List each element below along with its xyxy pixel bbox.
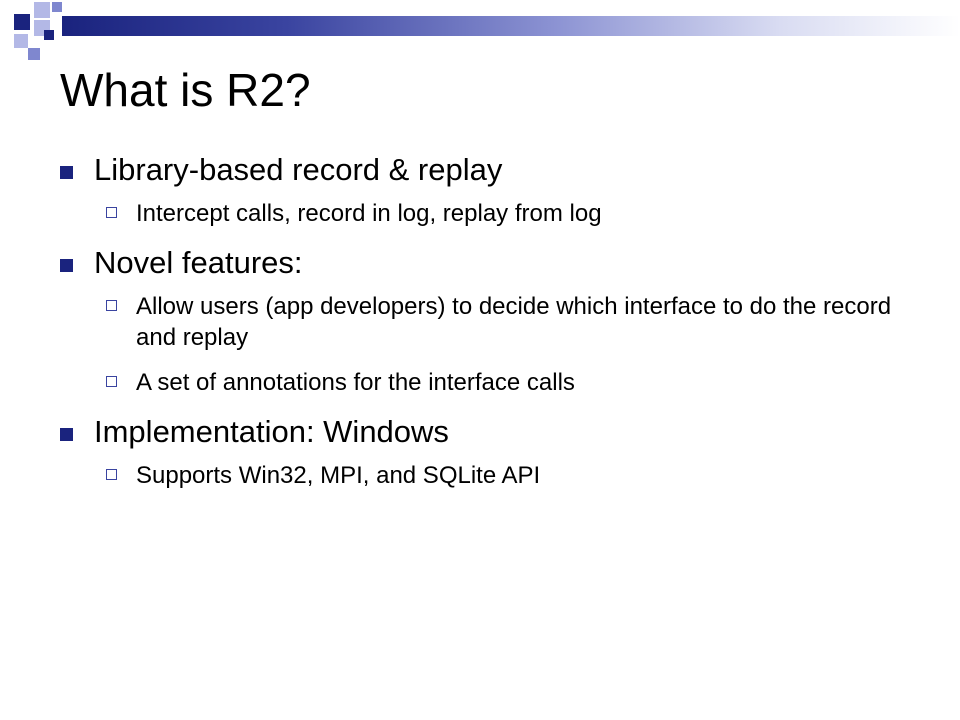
hollow-square-icon	[106, 376, 117, 387]
sub-bullet-item: A set of annotations for the interface c…	[60, 367, 920, 398]
bullet-item: Implementation: Windows	[60, 412, 920, 452]
hollow-square-icon	[106, 300, 117, 311]
filled-square-icon	[60, 166, 73, 179]
hollow-square-icon	[106, 469, 117, 480]
sub-bullet-item: Intercept calls, record in log, replay f…	[60, 198, 920, 229]
bullet-text: Library-based record & replay	[94, 152, 503, 187]
corner-square-icon	[52, 2, 62, 12]
bullet-item: Library-based record & replay	[60, 150, 920, 190]
bullet-text: Novel features:	[94, 245, 303, 280]
corner-square-icon	[14, 34, 28, 48]
sub-bullet-item: Allow users (app developers) to decide w…	[60, 291, 920, 353]
sub-bullet-text: A set of annotations for the interface c…	[136, 369, 575, 396]
filled-square-icon	[60, 259, 73, 272]
corner-square-icon	[34, 2, 50, 18]
slide-title: What is R2?	[60, 64, 311, 116]
sub-bullet-text: Supports Win32, MPI, and SQLite API	[136, 462, 541, 489]
bullet-list: Library-based record & replay Intercept …	[60, 150, 920, 505]
hollow-square-icon	[106, 207, 117, 218]
filled-square-icon	[60, 428, 73, 441]
sub-bullet-item: Supports Win32, MPI, and SQLite API	[60, 460, 920, 491]
corner-square-icon	[28, 48, 40, 60]
bullet-item: Novel features:	[60, 243, 920, 283]
corner-square-icon	[14, 14, 30, 30]
bullet-text: Implementation: Windows	[94, 414, 449, 449]
corner-square-icon	[44, 30, 54, 40]
header-gradient-bar	[62, 16, 960, 36]
sub-bullet-text: Allow users (app developers) to decide w…	[136, 293, 892, 351]
sub-bullet-text: Intercept calls, record in log, replay f…	[136, 200, 602, 227]
